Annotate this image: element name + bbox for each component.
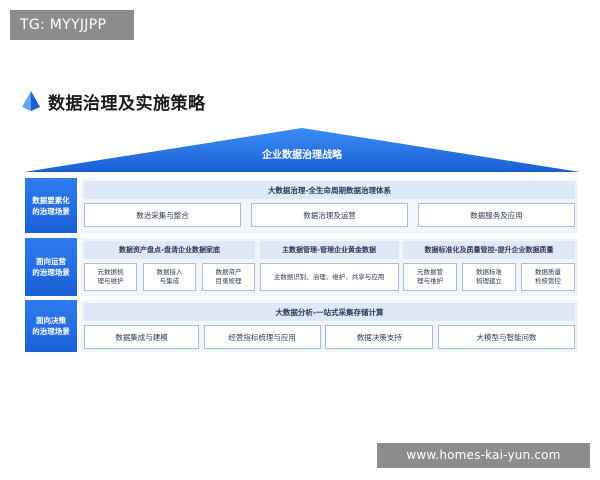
row-label: 面向决策的治理场景 bbox=[25, 300, 77, 352]
scene-box: 数据服务及应用 bbox=[418, 203, 575, 227]
group-data-quality: 数据标准化及质量管控-提升企业数据质量 元数据管理与维护 数据标准梳理建立 数据… bbox=[403, 241, 575, 293]
group-asset-inventory: 数据资产盘点-盘清企业数据家底 元数据梳理与维护 数据接入与集成 数据资产目录梳… bbox=[84, 241, 255, 293]
scene-box: 数据决策支持 bbox=[325, 325, 434, 349]
group-bar: 数据资产盘点-盘清企业数据家底 bbox=[84, 241, 255, 259]
scene-box: 经营指标梳理与应用 bbox=[203, 325, 321, 349]
row-data-elements: 数据要素化的治理场景 大数据治理-全生命周期数据治理体系 数治采集与整合 数据治… bbox=[25, 178, 578, 233]
row-body: 大数据治理-全生命周期数据治理体系 数治采集与整合 数据治理及运营 数据服务及应… bbox=[81, 178, 578, 233]
scene-box: 主数据识别、治理、维护、共享与应用 bbox=[259, 263, 399, 291]
scene-box: 数据资产目录梳理 bbox=[202, 263, 255, 291]
roof-label: 企业数据治理战略 bbox=[262, 150, 342, 161]
row-operations: 面向运营的治理场景 数据资产盘点-盘清企业数据家底 元数据梳理与维护 数据接入与… bbox=[25, 238, 578, 296]
row-label-text: 面向运营的治理场景 bbox=[32, 257, 70, 277]
scene-box: 数据治理及运营 bbox=[251, 203, 408, 227]
brand-logo-icon bbox=[22, 91, 40, 111]
row-decision: 面向决策的治理场景 大数据分析-一站式采集存储计算 数据集成与建模 经营指标梳理… bbox=[25, 300, 578, 352]
group-bar: 主数据管理-管理企业黄金数据 bbox=[259, 241, 399, 259]
scene-box: 数据集成与建模 bbox=[84, 325, 199, 349]
row-body: 大数据分析-一站式采集存储计算 数据集成与建模 经营指标梳理与应用 数据决策支持… bbox=[81, 300, 578, 352]
scene-box: 元数据管理与维护 bbox=[403, 263, 457, 291]
row-label: 数据要素化的治理场景 bbox=[25, 178, 77, 233]
scene-box: 数据标准梳理建立 bbox=[462, 263, 516, 291]
scene-box: 大模型与智能问数 bbox=[437, 325, 575, 349]
section-heading: 数据治理及实施策略 bbox=[22, 90, 206, 114]
row-label-text: 数据要素化的治理场景 bbox=[32, 195, 70, 216]
row-bar: 大数据分析-一站式采集存储计算 bbox=[84, 303, 575, 321]
scene-box: 元数据梳理与维护 bbox=[84, 263, 137, 291]
group-bar: 数据标准化及质量管控-提升企业数据质量 bbox=[403, 241, 575, 259]
tg-tag: TG: MYYJJPP bbox=[10, 10, 134, 40]
scene-box: 数据接入与集成 bbox=[143, 263, 196, 291]
page-title: 数据治理及实施策略 bbox=[48, 93, 206, 114]
row-body: 数据资产盘点-盘清企业数据家底 元数据梳理与维护 数据接入与集成 数据资产目录梳… bbox=[81, 238, 578, 296]
strategy-roof bbox=[24, 128, 580, 172]
row-label-text: 面向决策的治理场景 bbox=[32, 316, 70, 336]
watermark: www.homes-kai-yun.com bbox=[377, 443, 590, 468]
scene-box: 数治采集与整合 bbox=[84, 203, 241, 227]
scene-box: 数据质量检核管控 bbox=[521, 263, 575, 291]
group-master-data: 主数据管理-管理企业黄金数据 主数据识别、治理、维护、共享与应用 bbox=[259, 241, 399, 293]
row-label: 面向运营的治理场景 bbox=[25, 238, 77, 296]
row-bar: 大数据治理-全生命周期数据治理体系 bbox=[84, 181, 575, 199]
